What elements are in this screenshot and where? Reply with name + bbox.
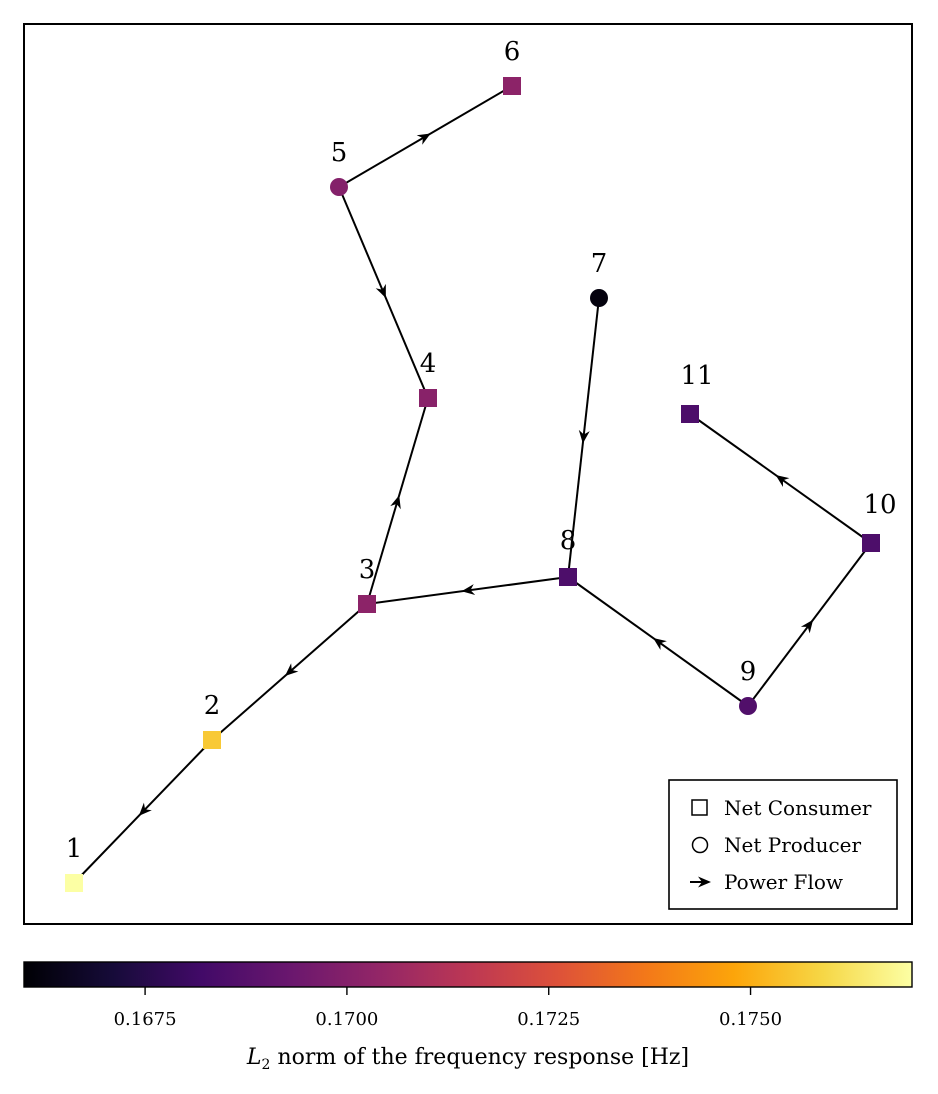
circle-icon xyxy=(691,836,709,854)
node-3-consumer-marker xyxy=(358,595,376,613)
flow-arrow-icon xyxy=(138,802,152,816)
nodes-layer xyxy=(65,77,880,892)
legend-consumer-label: Net Consumer xyxy=(724,796,872,820)
flow-arrow-icon xyxy=(653,638,667,651)
colorbar-label: L2 norm of the frequency response [Hz] xyxy=(246,1045,689,1073)
flow-arrow-icon xyxy=(800,619,814,634)
flow-arrow-icon xyxy=(461,584,476,596)
node-9-producer-marker xyxy=(739,697,757,715)
node-11-label: 11 xyxy=(680,361,713,391)
colorbar: 0.1675 0.1700 0.1725 0.1750 L2 norm of the … xyxy=(23,961,913,1073)
flow-arrow-icon xyxy=(390,495,401,510)
node-7-label: 7 xyxy=(591,249,608,279)
colorbar-label-symbol: L xyxy=(246,1045,262,1070)
node-5-producer-marker xyxy=(330,178,348,196)
node-6-consumer-marker xyxy=(503,77,521,95)
labels-layer: 1 2 3 4 5 6 7 8 9 10 11 xyxy=(66,37,897,864)
square-icon xyxy=(691,799,708,816)
flow-arrow-icon xyxy=(375,283,386,299)
node-2-consumer-marker xyxy=(203,731,221,749)
colorbar-gradient xyxy=(23,961,913,988)
colorbar-tick-label: 0.1675 xyxy=(114,1009,177,1030)
node-11-consumer-marker xyxy=(681,405,699,423)
colorbar-tick-label: 0.1700 xyxy=(315,1009,378,1030)
edges-layer xyxy=(73,85,872,884)
node-7-producer-marker xyxy=(590,289,608,307)
flow-arrow-icon xyxy=(284,663,299,676)
colorbar-label-rest: norm of the frequency response [Hz] xyxy=(270,1045,689,1070)
arrow-icon xyxy=(690,876,711,888)
node-10-consumer-marker xyxy=(862,534,880,552)
node-3-label: 3 xyxy=(359,555,376,585)
colorbar-ticks: 0.1675 0.1700 0.1725 0.1750 xyxy=(114,987,782,1030)
colorbar-tick-label: 0.1725 xyxy=(517,1009,580,1030)
node-2-label: 2 xyxy=(204,691,221,721)
legend-producer-label: Net Producer xyxy=(724,833,862,857)
colorbar-label-subscript: 2 xyxy=(262,1057,271,1073)
node-1-consumer-marker xyxy=(65,874,83,892)
flow-arrow-icon xyxy=(416,133,431,145)
node-8-label: 8 xyxy=(560,526,577,556)
flow-arrow-icon xyxy=(775,475,790,488)
node-6-label: 6 xyxy=(504,37,521,67)
node-5-label: 5 xyxy=(331,138,348,168)
flow-arrow-icon xyxy=(578,429,590,444)
legend: Net Consumer Net Producer Power Flow xyxy=(668,779,898,910)
node-10-label: 10 xyxy=(863,490,896,520)
colorbar-tick-label: 0.1750 xyxy=(719,1009,782,1030)
node-4-consumer-marker xyxy=(419,389,437,407)
node-4-label: 4 xyxy=(420,349,437,379)
node-9-label: 9 xyxy=(740,657,757,687)
node-1-label: 1 xyxy=(66,834,83,864)
node-8-consumer-marker xyxy=(559,568,577,586)
plot-frame xyxy=(23,23,913,925)
legend-flow-label: Power Flow xyxy=(724,870,843,894)
